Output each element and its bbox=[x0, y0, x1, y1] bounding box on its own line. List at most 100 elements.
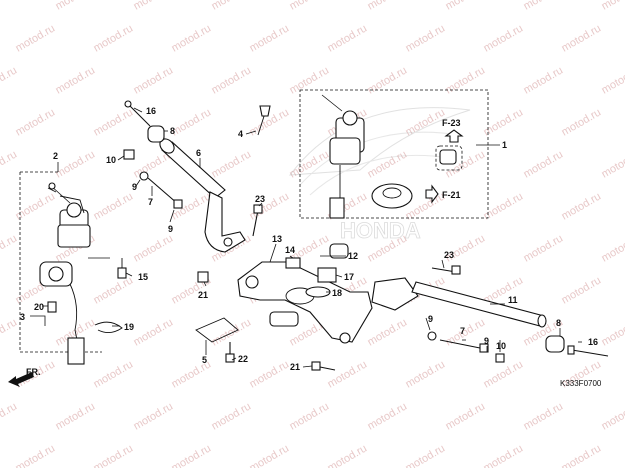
callout-10: 10 bbox=[106, 155, 116, 165]
watermark-text: motod.ru bbox=[0, 232, 19, 264]
clip-5 bbox=[195, 317, 239, 343]
svg-text:F-23: F-23 bbox=[442, 118, 461, 128]
svg-text:FR.: FR. bbox=[26, 367, 41, 377]
bolt-21-bottom bbox=[311, 361, 321, 371]
watermark-text: motod.ru bbox=[170, 22, 214, 54]
callout-7-right: 7 bbox=[460, 326, 465, 336]
watermark-text: motod.ru bbox=[0, 148, 19, 180]
watermark-text: motod.ru bbox=[560, 190, 604, 222]
callout-6: 6 bbox=[196, 148, 201, 158]
callout-16: 16 bbox=[146, 106, 156, 116]
callout-18: 18 bbox=[332, 288, 342, 298]
watermark-text: motod.ru bbox=[54, 0, 98, 13]
watermark-text: motod.ru bbox=[132, 400, 176, 432]
watermark-text: motod.ru bbox=[404, 106, 448, 138]
ref-f21: F-21 bbox=[425, 184, 461, 204]
callout-19: 19 bbox=[124, 322, 134, 332]
front-direction-arrow: FR. bbox=[8, 367, 41, 387]
key-left bbox=[47, 187, 57, 193]
cap-detail bbox=[435, 145, 463, 171]
watermark-text: motod.ru bbox=[210, 0, 254, 13]
watermark-text: motod.ru bbox=[0, 64, 19, 96]
callout-16-right: 16 bbox=[588, 337, 598, 347]
watermark-text: motod.ru bbox=[482, 22, 526, 54]
watermark-text: motod.ru bbox=[54, 148, 98, 180]
leader-lines bbox=[30, 107, 582, 368]
callout-23-right: 23 bbox=[444, 250, 454, 260]
callout-labels: 2 1 3 4 5 6 7 7 8 8 9 9 9 9 10 10 11 12 … bbox=[20, 106, 598, 372]
cap-part bbox=[439, 149, 457, 165]
callout-10-right: 10 bbox=[496, 341, 506, 351]
watermark-text: motod.ru bbox=[482, 358, 526, 390]
watermark-text: motod.ru bbox=[92, 442, 136, 468]
group-box-left bbox=[19, 171, 102, 353]
watermark-text: motod.ru bbox=[210, 400, 254, 432]
watermark-text: motod.ru bbox=[0, 0, 19, 13]
bolt-16-head bbox=[124, 100, 132, 108]
callout-9: 9 bbox=[132, 182, 137, 192]
watermark-text: motod.ru bbox=[522, 400, 566, 432]
watermark-text: motod.ru bbox=[560, 274, 604, 306]
clip-20 bbox=[47, 301, 57, 313]
top-bridge-13 bbox=[237, 261, 373, 344]
callout-9-right: 9 bbox=[428, 314, 433, 324]
watermark-text: motod.ru bbox=[522, 0, 566, 13]
watermark-text: motod.ru bbox=[444, 0, 488, 13]
collar-9 bbox=[139, 171, 149, 181]
bolt-21-top bbox=[197, 271, 209, 283]
watermark-text: motod.ru bbox=[54, 64, 98, 96]
collar-9-right-b bbox=[479, 343, 489, 353]
watermark-text: motod.ru bbox=[366, 64, 410, 96]
watermark-text: motod.ru bbox=[444, 64, 488, 96]
watermark-text: motod.ru bbox=[404, 358, 448, 390]
watermark-text: motod.ru bbox=[522, 148, 566, 180]
watermark-text: motod.ru bbox=[92, 106, 136, 138]
watermark-text: motod.ru bbox=[560, 106, 604, 138]
nut-10-right bbox=[495, 353, 505, 363]
watermark-text: motod.ru bbox=[560, 442, 604, 468]
watermark-text: motod.ru bbox=[326, 22, 370, 54]
watermark-text: motod.ru bbox=[92, 358, 136, 390]
watermark-text: motod.ru bbox=[560, 22, 604, 54]
callout-7: 7 bbox=[148, 197, 153, 207]
watermark-text: motod.ru bbox=[248, 442, 292, 468]
svg-text:F-21: F-21 bbox=[442, 190, 461, 200]
callout-5: 5 bbox=[202, 355, 207, 365]
bar-end-weight-8-right bbox=[545, 335, 565, 353]
clip-19 bbox=[94, 321, 123, 333]
watermark-text: motod.ru bbox=[14, 442, 58, 468]
bolt-16-right bbox=[567, 345, 575, 355]
diagram-code: K333F0700 bbox=[560, 379, 602, 388]
ignition-switch-right bbox=[321, 94, 413, 219]
bolt-22 bbox=[225, 353, 235, 363]
watermark-text: motod.ru bbox=[54, 400, 98, 432]
callout-20: 20 bbox=[34, 302, 44, 312]
watermark-text: motod.ru bbox=[92, 190, 136, 222]
watermark-text: motod.ru bbox=[248, 358, 292, 390]
watermark-text: motod.ru bbox=[210, 64, 254, 96]
callout-22: 22 bbox=[238, 354, 248, 364]
watermark-text: motod.ru bbox=[600, 0, 625, 13]
watermark-text: motod.ru bbox=[132, 0, 176, 13]
callout-13: 13 bbox=[272, 234, 282, 244]
watermark-text: motod.ru bbox=[600, 64, 625, 96]
watermark-text: motod.ru bbox=[170, 106, 214, 138]
callout-21: 21 bbox=[198, 290, 208, 300]
watermark-text: motod.ru bbox=[404, 22, 448, 54]
watermark-text: motod.ru bbox=[404, 442, 448, 468]
watermark-text: motod.ru bbox=[326, 358, 370, 390]
watermark-text: motod.ru bbox=[132, 316, 176, 348]
brand-text: HONDA bbox=[340, 218, 421, 243]
cap-12 bbox=[329, 243, 349, 259]
watermark-text: motod.ru bbox=[0, 316, 19, 348]
callout-9-b: 9 bbox=[168, 224, 173, 234]
watermark-text: motod.ru bbox=[92, 22, 136, 54]
nut-17 bbox=[317, 267, 337, 283]
bolt-15 bbox=[117, 258, 127, 279]
watermark-text: motod.ru bbox=[366, 316, 410, 348]
watermark-text: motod.ru bbox=[132, 232, 176, 264]
watermark-text: motod.ru bbox=[366, 400, 410, 432]
watermark-text: motod.ru bbox=[92, 274, 136, 306]
ignition-switch-left bbox=[39, 182, 110, 365]
